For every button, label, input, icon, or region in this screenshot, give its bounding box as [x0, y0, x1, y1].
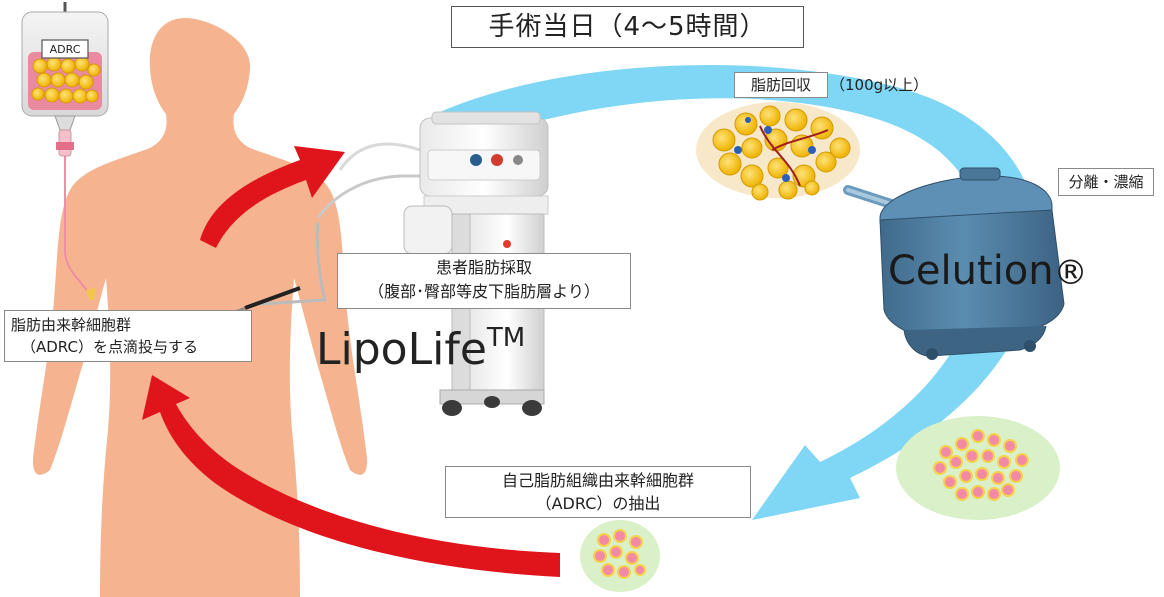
blue-process-arrow: [440, 65, 1039, 520]
extraction-label-box: 自己脂肪組織由来幹細胞群 （ADRC）の抽出: [445, 466, 751, 518]
red-lower-arrow: [142, 375, 560, 597]
harvest-label-line2: （腹部･臀部等皮下脂肪層より）: [368, 282, 600, 301]
device-name-text: LipoLife: [316, 324, 487, 375]
harvested-fat-illustration: [696, 102, 860, 201]
administer-label-line2: （ADRC）を点滴投与する: [21, 338, 198, 356]
recovery-label-box: 脂肪回収: [734, 72, 828, 98]
adrc-cluster-small: [580, 520, 660, 592]
device-name-lipolife: LipoLifeTM: [316, 323, 525, 375]
extraction-label-line2: （ADRC）の抽出: [535, 494, 661, 513]
recovery-amount-text: （100g以上）: [830, 76, 929, 94]
red-upper-arrow: [200, 146, 345, 248]
page-title: 手術当日（4～5時間）: [451, 6, 804, 48]
celution-name-text: Celution: [888, 248, 1054, 294]
celution-device: [843, 167, 1065, 360]
device-name-celution: Celution®: [888, 248, 1088, 294]
iv-drip-bag: [21, 2, 109, 301]
administer-label-box: 脂肪由来幹細胞群 （ADRC）を点滴投与する: [4, 310, 252, 362]
harvest-label-line1: 患者脂肪採取: [435, 258, 532, 277]
celution-mark-text: ®: [1054, 253, 1088, 293]
device-mark-text: TM: [486, 323, 525, 353]
patient-body-silhouette: [32, 18, 368, 597]
extraction-label-line1: 自己脂肪組織由来幹細胞群: [501, 471, 694, 490]
adrc-cluster-large: [896, 416, 1060, 520]
bag-label-text: ADRC: [50, 43, 81, 56]
harvest-label-box: 患者脂肪採取 （腹部･臀部等皮下脂肪層より）: [337, 253, 631, 309]
separation-label-box: 分離・濃縮: [1058, 168, 1154, 196]
administer-label-line1: 脂肪由来幹細胞群: [11, 316, 132, 334]
